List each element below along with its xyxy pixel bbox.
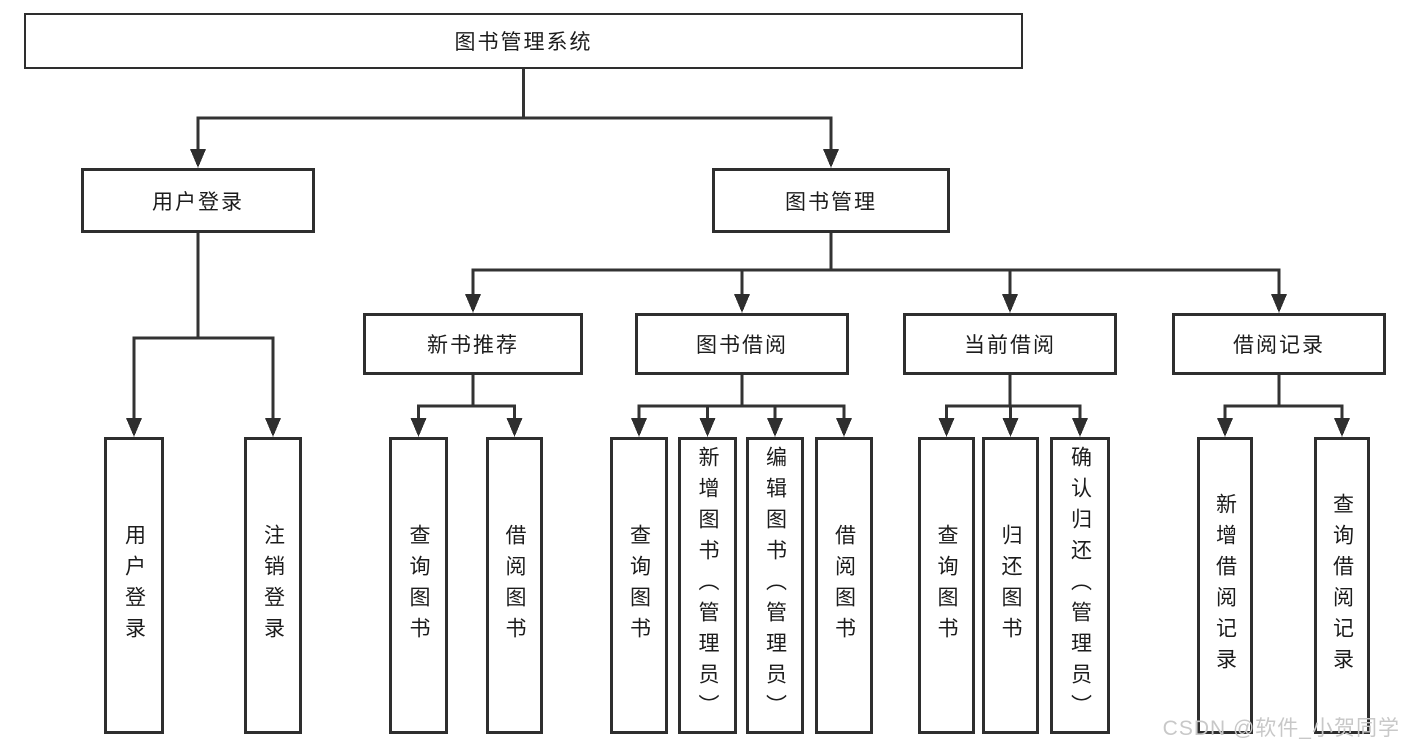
connector-current-borrow-to-leaves [938,375,1088,437]
node-new-book-recommend: 新书推荐 [363,313,583,375]
leaf-edit-books-admin: 编辑图书（管理员） [746,437,804,734]
leaf-logout: 注销登录 [244,437,302,734]
node-book-management: 图书管理 [712,168,950,233]
leaf-user-login: 用户登录 [104,437,164,734]
connector-root-to-level2 [190,69,839,168]
watermark: CSDN @软件_小贺同学 [1162,717,1400,740]
leaf-query-books-current: 查询图书 [918,437,975,734]
connector-book-management-to-level3 [465,233,1287,313]
node-current-borrow: 当前借阅 [903,313,1117,375]
node-user-login: 用户登录 [81,168,315,233]
node-root: 图书管理系统 [24,13,1023,69]
leaf-add-books-admin: 新增图书（管理员） [678,437,737,734]
leaf-query-borrow-record: 查询借阅记录 [1314,437,1370,734]
leaf-borrow-books: 借阅图书 [815,437,873,734]
node-borrow-records: 借阅记录 [1172,313,1386,375]
leaf-borrow-books-recommend: 借阅图书 [486,437,543,734]
leaf-query-books-recommend: 查询图书 [389,437,448,734]
connector-borrow-records-to-leaves [1217,375,1350,437]
leaf-confirm-return-admin: 确认归还（管理员） [1050,437,1110,734]
node-book-borrow: 图书借阅 [635,313,849,375]
connector-new-book-to-leaves [410,375,523,437]
leaf-query-books-borrow: 查询图书 [610,437,668,734]
leaf-return-books: 归还图书 [982,437,1039,734]
leaf-add-borrow-record: 新增借阅记录 [1197,437,1253,734]
connector-book-borrow-to-leaves [631,375,852,437]
connector-user-login-to-leaves [126,233,281,437]
